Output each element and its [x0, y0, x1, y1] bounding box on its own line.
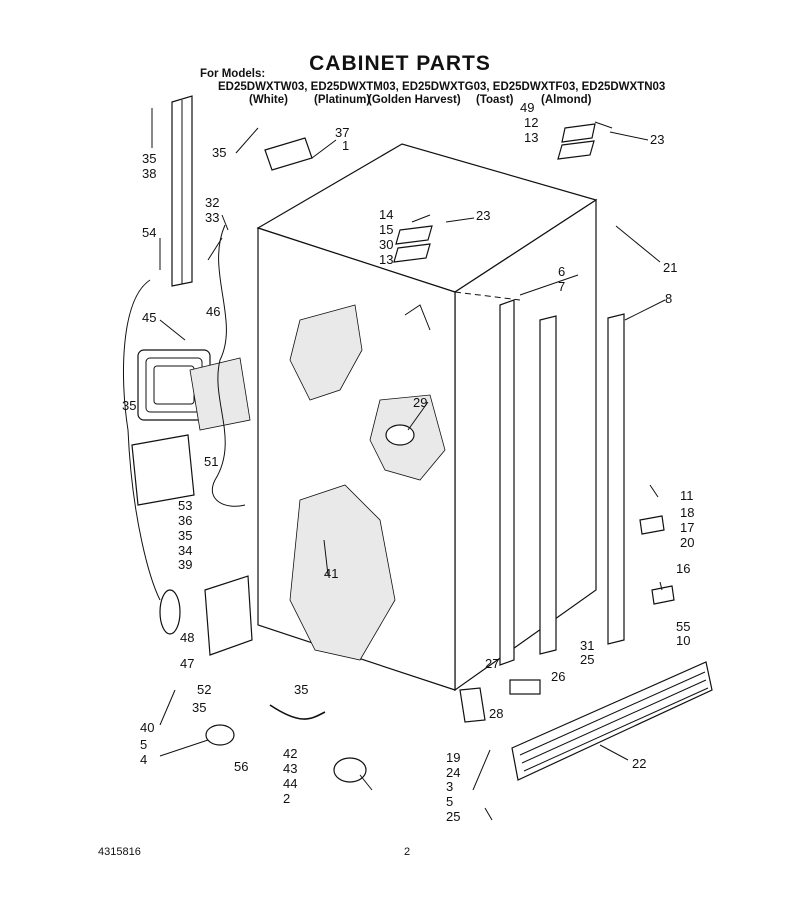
- page-title: CABINET PARTS: [309, 52, 491, 75]
- callout: 42: [283, 746, 297, 761]
- callout: 27: [485, 656, 499, 671]
- rear-roller: [205, 724, 235, 746]
- callout: 22: [632, 756, 646, 771]
- callout: 4: [140, 752, 147, 767]
- callout: 35: [178, 528, 192, 543]
- door-closer: [651, 585, 675, 605]
- callout: 41: [324, 566, 338, 581]
- callout: 47: [180, 656, 194, 671]
- callout: 26: [551, 669, 565, 684]
- callout: 5: [140, 737, 147, 752]
- callout: 10: [676, 633, 690, 648]
- callout: 21: [663, 260, 677, 275]
- callout: 11: [680, 488, 694, 503]
- callout: 3: [446, 779, 453, 794]
- callout: 17: [680, 520, 694, 535]
- callout: 52: [197, 682, 211, 697]
- callout: 33: [205, 210, 219, 225]
- callout: 35: [294, 682, 308, 697]
- color-toast: (Toast): [476, 94, 514, 106]
- for-models-label: For Models:: [200, 68, 266, 80]
- water-tube: [269, 704, 326, 720]
- part-number: 4315816: [98, 846, 141, 858]
- callout: 18: [680, 505, 694, 520]
- callout: 53: [178, 498, 192, 513]
- callout: 38: [142, 166, 156, 181]
- callout: 30: [379, 237, 393, 252]
- callout: 49: [520, 100, 534, 115]
- callout: 40: [140, 720, 154, 735]
- callout: 39: [178, 557, 192, 572]
- toe-grille: [511, 661, 713, 781]
- callout: 13: [379, 252, 393, 267]
- callout: 54: [142, 225, 156, 240]
- hinge-shim: [393, 243, 431, 263]
- callout: 5: [446, 794, 453, 809]
- callout: 36: [178, 513, 192, 528]
- callout: 32: [205, 195, 219, 210]
- insulation-pad: [189, 357, 251, 431]
- callout: 29: [413, 395, 427, 410]
- callout: 23: [650, 132, 664, 147]
- callout: 46: [206, 304, 220, 319]
- callout: 8: [665, 291, 672, 306]
- callout: 15: [379, 222, 393, 237]
- callout: 35: [142, 151, 156, 166]
- callout: 35: [192, 700, 206, 715]
- callout: 35: [122, 398, 136, 413]
- color-white: (White): [249, 94, 288, 106]
- power-cord: [123, 279, 161, 601]
- callout: 1: [342, 138, 349, 153]
- front-roller: [333, 757, 367, 783]
- callout: 56: [234, 759, 248, 774]
- wire-harness: [211, 224, 246, 507]
- drain-pan: [131, 434, 195, 506]
- callout: 13: [524, 130, 538, 145]
- center-strip: [539, 315, 557, 655]
- callout: 31: [580, 638, 594, 653]
- callout: 19: [446, 750, 460, 765]
- color-almond: (Almond): [541, 94, 592, 106]
- callout: 12: [524, 115, 538, 130]
- callout: 6: [558, 264, 565, 279]
- callout: 37: [335, 125, 349, 140]
- callout: 48: [180, 630, 194, 645]
- page-number: 2: [404, 846, 411, 858]
- callout: 24: [446, 765, 460, 780]
- callout: 45: [142, 310, 156, 325]
- top-hinge-bracket: [264, 137, 313, 171]
- color-golden-harvest: (Golden Harvest): [368, 94, 461, 106]
- callout: 51: [204, 454, 218, 469]
- callout: 44: [283, 776, 297, 791]
- top-hinge: [561, 123, 596, 143]
- cabinet-body: [256, 143, 598, 692]
- right-trim-strip: [607, 313, 625, 645]
- mullion-strip: [499, 299, 515, 666]
- hinge-plate: [557, 140, 595, 160]
- callout-labels: 35 38 54 35 37 1 32 33 46 45 35 51 53 36…: [122, 100, 694, 824]
- thermostat-bulb: [385, 424, 415, 446]
- callout: 2: [283, 791, 290, 806]
- models-line: ED25DWXTW03, ED25DWXTM03, ED25DWXTG03, E…: [218, 81, 666, 93]
- callout: 43: [283, 761, 297, 776]
- callout: 34: [178, 543, 192, 558]
- color-platinum: (Platinum): [314, 94, 371, 106]
- callout: 23: [476, 208, 490, 223]
- cord-coil: [159, 589, 181, 635]
- callout: 25: [446, 809, 460, 824]
- callout: 35: [212, 145, 226, 160]
- callout: 16: [676, 561, 690, 576]
- callout: 20: [680, 535, 694, 550]
- electrical-box: [204, 575, 253, 656]
- callout: 14: [379, 207, 393, 222]
- door-stop: [639, 515, 665, 535]
- roller-bracket: [459, 687, 486, 723]
- leveling-leg: [509, 679, 541, 695]
- middle-hinge: [395, 225, 433, 245]
- callout: 55: [676, 619, 690, 634]
- callout: 28: [489, 706, 503, 721]
- callout: 7: [558, 279, 565, 294]
- callout: 25: [580, 652, 594, 667]
